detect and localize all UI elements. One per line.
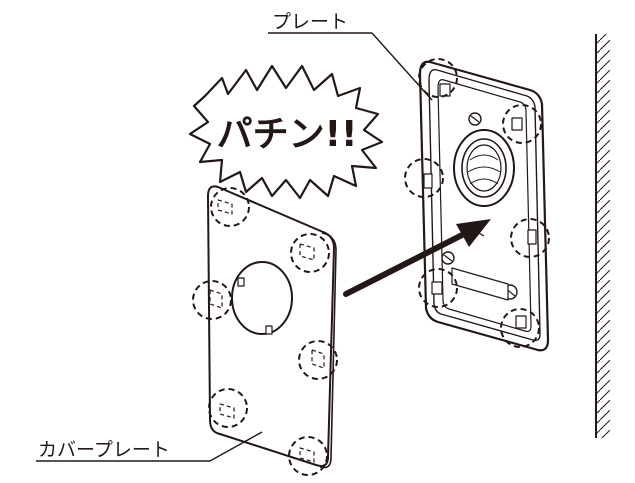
- sound-effect-text: パチン!!: [217, 114, 358, 155]
- callout-circle: [290, 233, 330, 273]
- plate-callout: プレート: [268, 11, 433, 101]
- callout-circle: [404, 158, 444, 198]
- callout-circle: [500, 308, 540, 348]
- callout-circle: [210, 187, 250, 227]
- wall: [595, 34, 610, 438]
- direction-arrow-icon: [343, 219, 491, 297]
- plate-label: プレート: [272, 11, 348, 33]
- callout-circle: [418, 268, 458, 308]
- callout-circle: [288, 436, 328, 476]
- cover-plate: [207, 185, 337, 469]
- callout-circles: [192, 58, 550, 476]
- callout-circle: [418, 58, 458, 98]
- callout-circle: [192, 280, 232, 320]
- mounting-plate: [418, 60, 550, 352]
- callout-circle: [208, 388, 248, 428]
- callout-circle: [298, 340, 338, 380]
- cover-plate-label: カバープレート: [38, 439, 170, 461]
- sound-effect-burst: パチン!!: [188, 64, 384, 200]
- callout-circle: [510, 218, 550, 258]
- callout-circle: [502, 104, 542, 144]
- cover-plate-callout: カバープレート: [36, 431, 263, 462]
